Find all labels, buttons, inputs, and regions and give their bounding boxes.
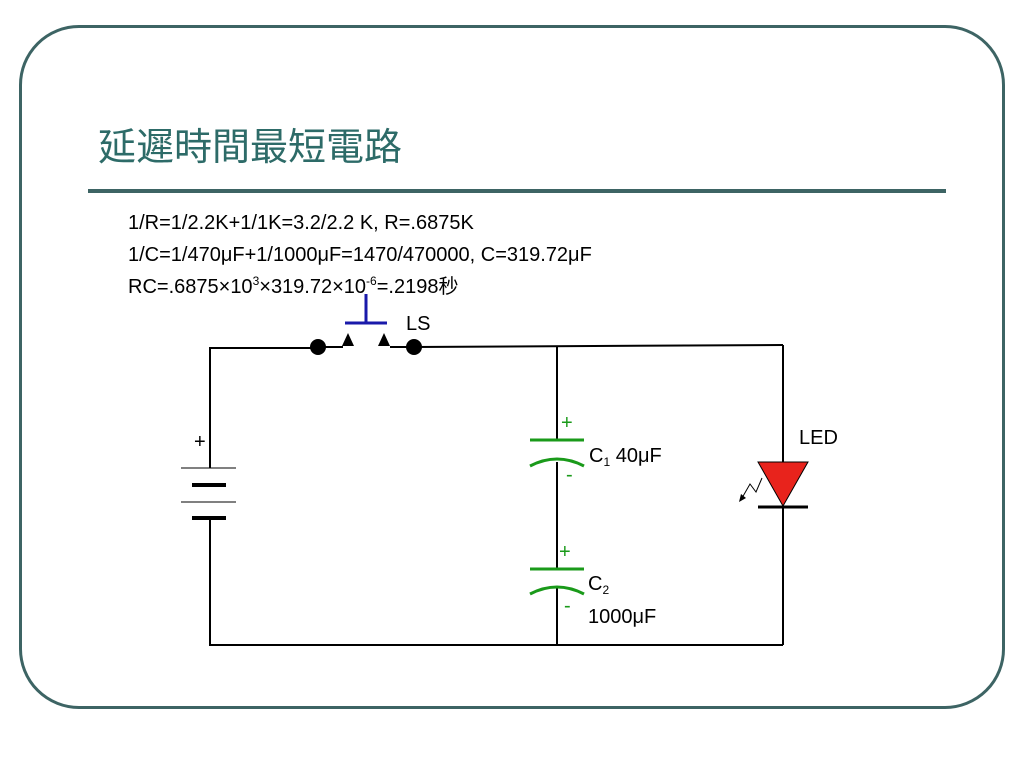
led-triangle: [757, 461, 809, 508]
c1-minus-label: -: [566, 464, 573, 486]
formula-times-2: ×: [259, 276, 271, 298]
capacitor-c1: [529, 438, 585, 468]
c1-value: 40μF: [610, 445, 662, 467]
c2-subscript: 2: [602, 583, 610, 597]
wire-left-top: [209, 347, 318, 468]
formula-times-3: ×: [332, 276, 344, 298]
switch-contact-left: [342, 333, 354, 346]
formula-exponent-2: -6: [366, 274, 377, 288]
title-divider: [88, 189, 946, 193]
wire-bottom: [209, 518, 783, 646]
c1-subscript: 1: [603, 455, 611, 469]
switch-terminal-right: [406, 339, 422, 355]
formula-base-1: 10: [230, 276, 253, 298]
formula-capacitance-value: 319.72: [270, 276, 333, 298]
formula-rc-prefix: RC=.6875: [128, 276, 219, 298]
slide-title: 延遲時間最短電路: [98, 125, 403, 169]
led-light-arrow: [741, 477, 763, 499]
c2-letter: C: [588, 573, 603, 595]
c2-minus-label: -: [564, 595, 571, 617]
formula-times-1: ×: [218, 276, 231, 298]
formula-capacitance: 1/C=1/470μF+1/1000μF=1470/470000, C=319.…: [128, 244, 592, 266]
switch-terminal-left: [310, 339, 326, 355]
formula-result: =.2198秒: [376, 276, 459, 298]
c1-plate-curved: [529, 457, 585, 468]
formula-resistance: 1/R=1/2.2K+1/1K=3.2/2.2 K, R=.6875K: [128, 212, 474, 234]
battery-symbol: [181, 467, 236, 520]
c2-plate-curved: [529, 585, 585, 596]
c2-plus-label: +: [559, 541, 571, 563]
push-switch: [310, 294, 422, 355]
c2-value: 1000μF: [588, 606, 657, 628]
wire-top-right: [413, 344, 784, 348]
circuit-wires: [209, 344, 784, 646]
battery-plus-label: +: [194, 431, 206, 453]
c1-letter: C: [589, 445, 604, 467]
c1-label: C1 40μF: [589, 445, 662, 469]
led-label: LED: [799, 427, 838, 449]
led-symbol: [739, 461, 809, 509]
led-arrow-head: [739, 494, 746, 502]
c2-label: C2: [588, 573, 610, 597]
formula-base-2: 10: [343, 276, 367, 298]
c1-plus-label: +: [561, 412, 573, 434]
slide-frame: [19, 25, 1005, 709]
switch-contact-right: [378, 333, 390, 346]
formula-time-constant: RC=.6875×103×319.72×10-6=.2198秒: [128, 275, 458, 299]
formula-exponent-1: 3: [252, 274, 260, 288]
capacitor-c2: [529, 567, 585, 596]
switch-label: LS: [406, 313, 431, 335]
